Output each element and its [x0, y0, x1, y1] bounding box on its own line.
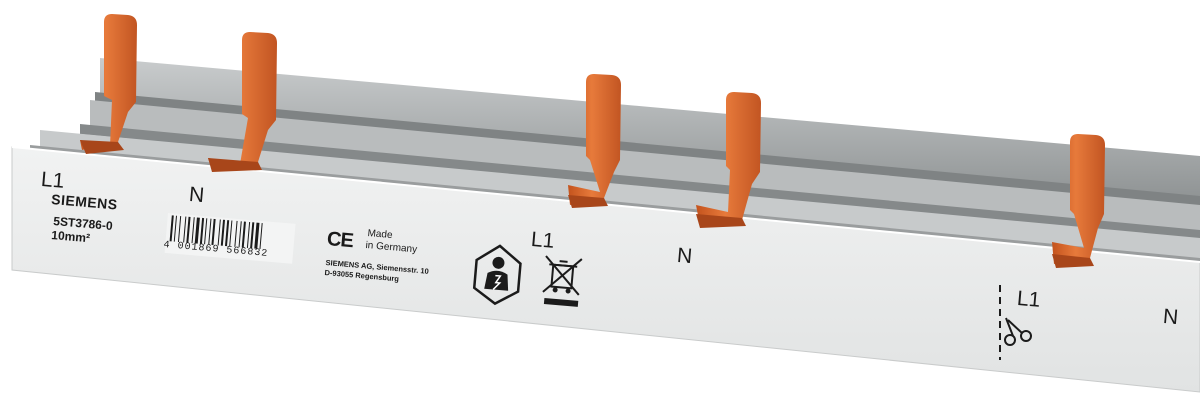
pin-5: [1052, 134, 1105, 268]
rail-mid: [90, 100, 1200, 232]
made-in-label: Made: [367, 228, 393, 242]
neutral-label-n-third: N: [1162, 305, 1180, 330]
neutral-label-n-second: N: [676, 244, 694, 269]
weee-crossed-bin-icon: [542, 255, 583, 307]
barcode-icon: [164, 213, 296, 264]
phase-label-l1: L1: [40, 168, 66, 193]
rail-front: [40, 130, 1200, 262]
neutral-label-n: N: [188, 183, 206, 208]
pin-1: [80, 14, 137, 154]
phase-label-l1-third: L1: [1016, 287, 1042, 312]
scissors-cut-icon: [1004, 317, 1032, 346]
electrician-symbol-icon: [472, 244, 522, 306]
phase-label-l1-second: L1: [530, 228, 556, 253]
pin-3: [568, 74, 621, 208]
rail-groove-1: [95, 92, 1200, 206]
rail-back: [100, 58, 1200, 200]
ce-mark: CE: [326, 228, 354, 253]
pin-2: [208, 32, 277, 172]
rail-groove-2: [80, 124, 1200, 240]
pin-4: [696, 92, 761, 228]
